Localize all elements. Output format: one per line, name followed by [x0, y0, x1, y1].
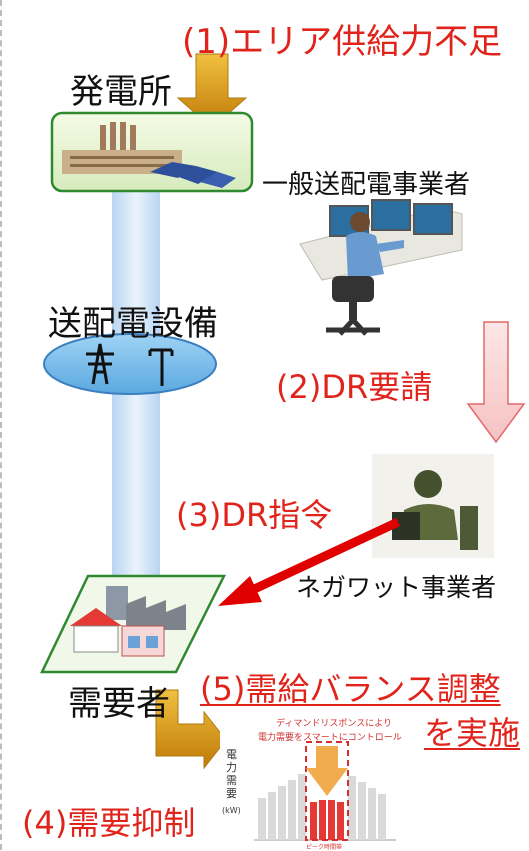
mini-chart-unit: (kW) — [222, 806, 241, 815]
mini-chart-caption-1: ディマンドリスポンスにより — [276, 719, 393, 729]
operator-icon — [299, 199, 463, 336]
step2-label: (2)DR要請 — [276, 368, 433, 406]
gold-bent-arrow-icon — [155, 689, 227, 770]
power-plant-icon — [50, 111, 254, 193]
left-border — [0, 0, 2, 850]
grid-operator-label: 一般送配電事業者 — [262, 170, 471, 200]
step5-line1-label: (5)需給バランス調整 — [200, 670, 501, 708]
pink-arrow-icon — [466, 321, 526, 444]
red-arrow-icon — [218, 517, 400, 606]
mini-demand-chart — [220, 712, 400, 848]
consumer-label: 需要者 — [68, 684, 170, 724]
step1-label: (1)エリア供給力不足 — [182, 22, 503, 62]
transmission-equipment-icon — [43, 333, 217, 395]
power-plant-label: 発電所 — [70, 72, 172, 112]
negawatt-operator-icon — [372, 454, 494, 558]
mini-chart-xlabel: ピーク時間帯 — [306, 844, 343, 851]
step3-label: (3)DR指令 — [176, 496, 333, 534]
negawatt-label: ネガワット事業者 — [296, 573, 497, 602]
transmission-label: 送配電設備 — [48, 304, 218, 344]
consumer-icon — [40, 574, 227, 674]
step5-line2-label: を実施 — [424, 714, 521, 752]
mini-chart-caption-2: 電力需要をスマートにコントロール — [258, 733, 402, 743]
mini-chart-ylabel: 電力需要 — [226, 748, 237, 800]
step4-label: (4)需要抑制 — [22, 804, 196, 842]
